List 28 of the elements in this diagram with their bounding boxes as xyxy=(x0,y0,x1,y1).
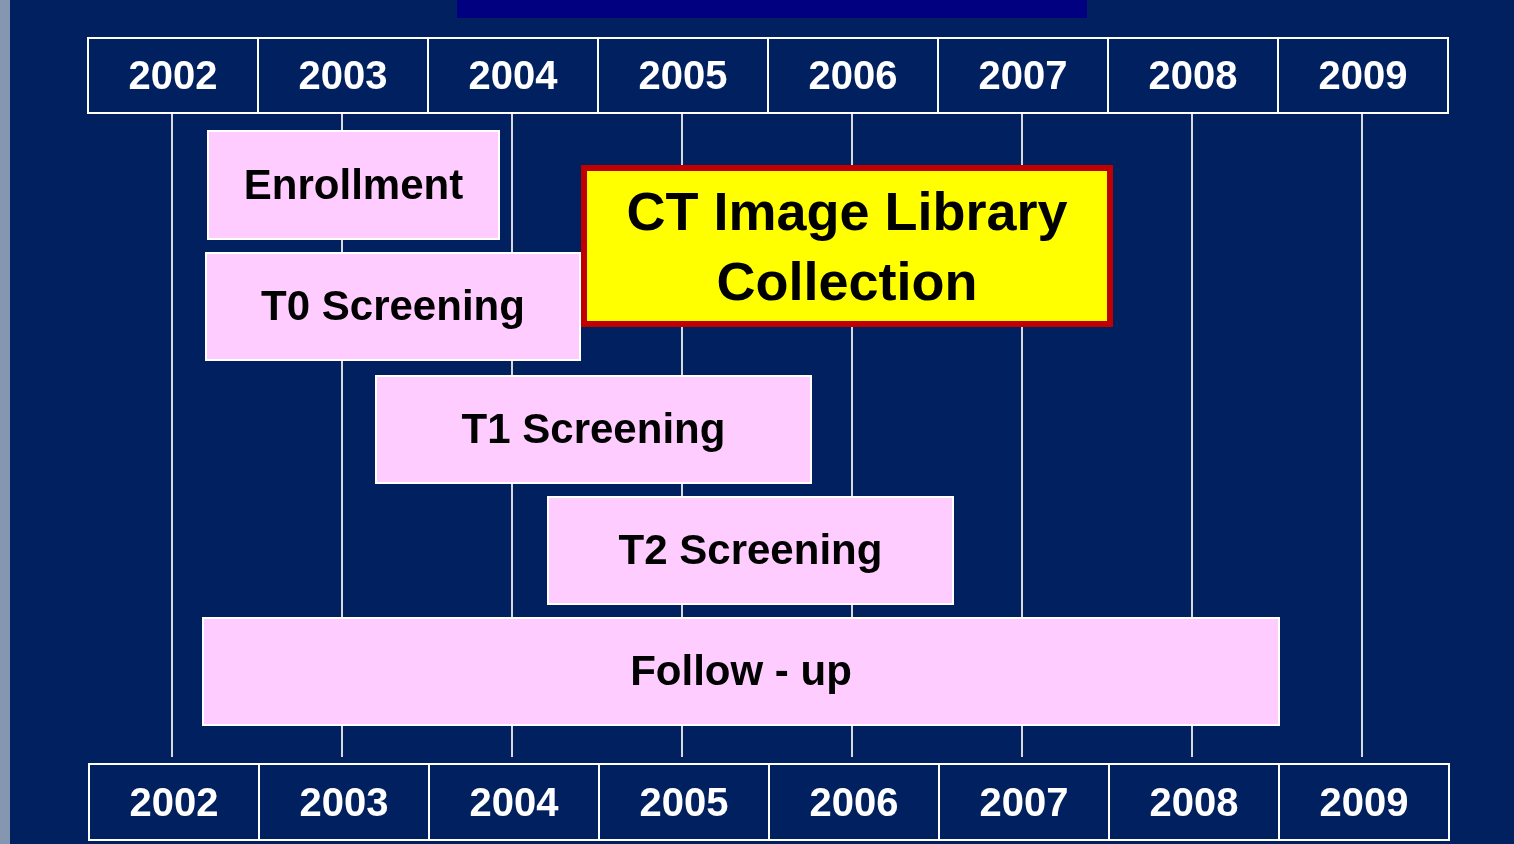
bar-label: Follow - up xyxy=(630,646,852,697)
bar-label: Enrollment xyxy=(243,159,464,210)
year-label: 2007 xyxy=(938,763,1110,841)
timeline-bar xyxy=(205,252,581,361)
year-label: 2006 xyxy=(768,763,940,841)
year-label: 2004 xyxy=(427,37,599,114)
year-label: 2006 xyxy=(767,37,939,114)
timeline-bar xyxy=(375,375,812,484)
year-label: 2008 xyxy=(1108,763,1280,841)
year-label: 2007 xyxy=(937,37,1109,114)
year-label: 2002 xyxy=(88,763,260,841)
timeline-bar xyxy=(202,617,1280,726)
timeline-bar xyxy=(207,130,500,240)
bar-label: T2 Screening xyxy=(618,525,883,576)
year-label: 2003 xyxy=(258,763,430,841)
year-label: 2005 xyxy=(597,37,769,114)
year-label: 2005 xyxy=(598,763,770,841)
year-label: 2004 xyxy=(428,763,600,841)
year-label: 2002 xyxy=(87,37,259,114)
year-label: 2009 xyxy=(1277,37,1449,114)
highlight-box xyxy=(581,165,1113,327)
timeline-bar xyxy=(547,496,954,605)
bar-label: T0 Screening xyxy=(261,281,525,332)
bar-label: T1 Screening xyxy=(461,404,726,455)
bar-label: CT Image Library Collection xyxy=(625,179,1069,313)
year-label: 2009 xyxy=(1278,763,1450,841)
year-label: 2003 xyxy=(257,37,429,114)
year-label: 2008 xyxy=(1107,37,1279,114)
